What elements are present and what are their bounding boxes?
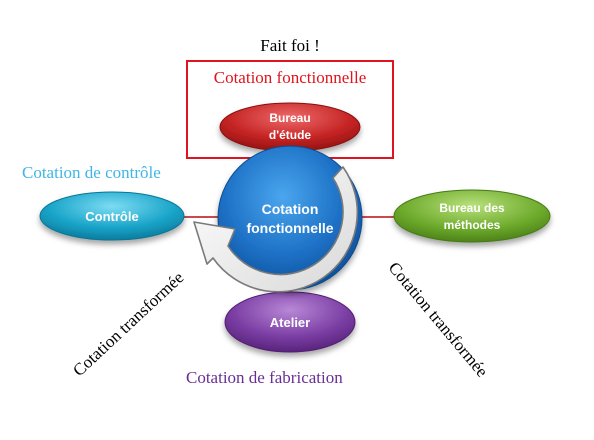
node-bureau-etude-line1: Bureau: [269, 111, 310, 125]
node-bureau-methodes-line2: méthodes: [444, 218, 501, 232]
diagram-title: Fait foi !: [260, 36, 320, 55]
node-controle-label: Contrôle: [85, 209, 138, 224]
center-node-line1: Cotation: [262, 201, 319, 217]
node-bureau-methodes-line1: Bureau des: [439, 201, 505, 215]
caption-cotation-fabrication: Cotation de fabrication: [186, 368, 343, 387]
node-atelier-label: Atelier: [270, 315, 310, 330]
highlight-box-label: Cotation fonctionnelle: [214, 68, 367, 87]
node-bureau-methodes: [393, 189, 551, 243]
center-node-line2: fonctionnelle: [246, 220, 333, 236]
cycle-arrow-icon: [193, 166, 359, 293]
node-bureau-etude-line2: d'étude: [269, 128, 312, 142]
caption-cotation-controle: Cotation de contrôle: [22, 163, 161, 182]
node-controle: [39, 191, 185, 241]
node-atelier: [224, 291, 356, 353]
caption-cotation-transformee-right: Cotation transformée: [385, 258, 492, 381]
caption-cotation-transformee-left: Cotation transformée: [69, 268, 187, 380]
